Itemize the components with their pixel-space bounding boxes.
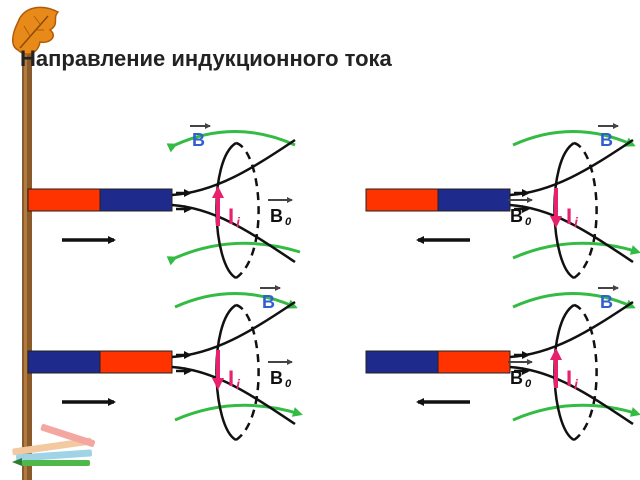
field-line-bottom	[512, 403, 640, 422]
field-line-top	[512, 292, 636, 309]
field-line-top	[166, 130, 296, 153]
magnet-left-pole	[27, 350, 101, 374]
page-title: Направление индукционного тока	[20, 46, 392, 71]
magnet-field-line-upper	[509, 138, 634, 197]
crayons-icon	[12, 424, 96, 466]
coil-loop-back	[235, 303, 260, 442]
magnet-right-pole	[99, 350, 173, 374]
b-label-text: B	[192, 130, 205, 150]
magnet-field-line-upper	[171, 300, 296, 359]
b-label: B	[600, 292, 613, 312]
magnet-right-pole	[99, 188, 173, 212]
b-label: B	[192, 130, 205, 150]
b0-label-subscript: 0	[525, 216, 532, 228]
current-label-subscript: i	[236, 377, 241, 392]
coil-loop-back	[573, 141, 598, 280]
field-line-bottom	[166, 241, 301, 266]
b0-label-subscript: 0	[285, 378, 292, 390]
current-label-subscript: i	[236, 215, 241, 230]
field-line-bottom	[174, 403, 303, 422]
autumn-leaf-icon	[12, 6, 60, 55]
current-label-subscript: i	[574, 215, 579, 230]
b-label-text: B	[600, 130, 613, 150]
coil-loop-back	[573, 303, 598, 442]
field-line-top	[512, 130, 636, 147]
magnet-field-line-upper	[171, 138, 296, 197]
magnet-left-pole	[365, 350, 439, 374]
magnet-field-line-upper	[509, 300, 634, 359]
wooden-stick	[22, 20, 32, 480]
magnet-left-pole	[27, 188, 101, 212]
b-label: B	[600, 130, 613, 150]
b0-label-subscript: 0	[525, 378, 532, 390]
current-label-subscript: i	[574, 377, 579, 392]
coil-loop-back	[235, 141, 260, 280]
magnet-right-pole	[437, 350, 511, 374]
magnet-left-pole	[365, 188, 439, 212]
magnet-right-pole	[437, 188, 511, 212]
b-label: B	[262, 292, 275, 312]
field-line-top	[174, 292, 298, 309]
b0-label-subscript: 0	[285, 216, 292, 228]
b-label-text: B	[600, 292, 613, 312]
field-line-bottom	[512, 241, 640, 260]
b-label-text: B	[262, 292, 275, 312]
